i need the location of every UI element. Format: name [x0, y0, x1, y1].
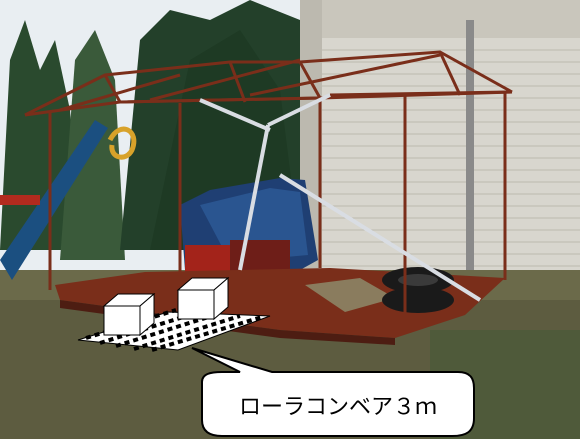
steel-frame [24, 50, 513, 330]
caption-text: ローラコンベア３ｍ [239, 395, 437, 420]
white-cube-icon [102, 292, 156, 337]
tires [382, 267, 454, 313]
caption-callout: ローラコンベア３ｍ [191, 347, 475, 437]
blue-machine-arm [0, 120, 137, 280]
white-cube-icon [176, 276, 230, 321]
building-siding [300, 0, 580, 290]
white-frame-poles [199, 93, 482, 302]
